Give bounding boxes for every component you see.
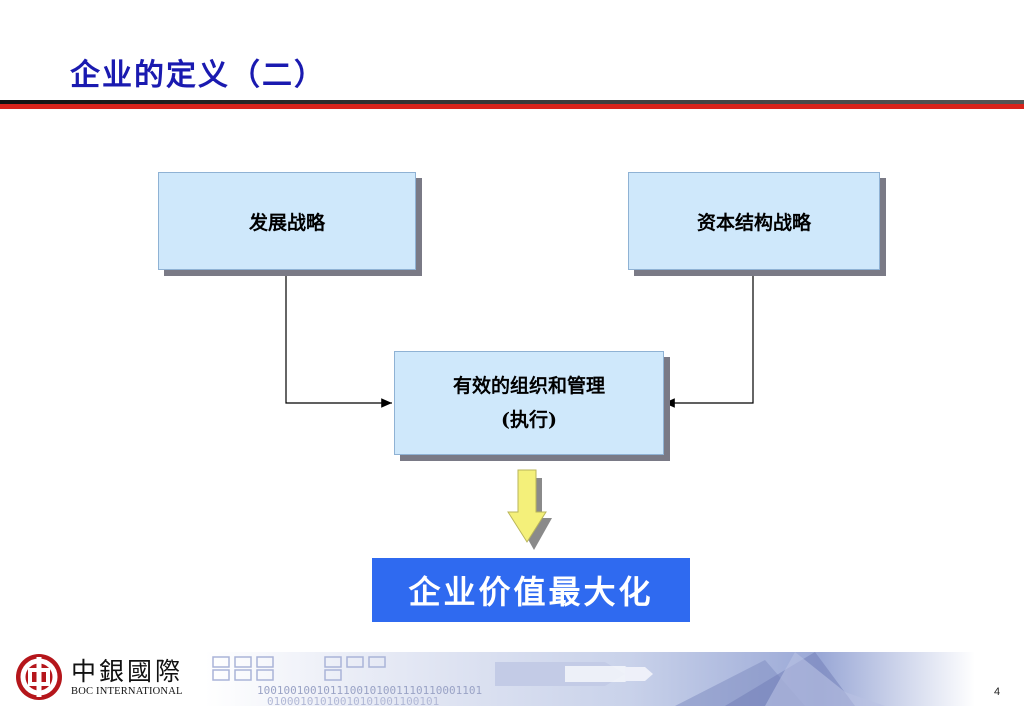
connector-left: [285, 268, 392, 408]
execution-box: 有效的组织和管理 (执行): [394, 351, 664, 455]
logo-chinese-text: 中銀國際: [71, 657, 184, 686]
execution-sublabel: (执行): [501, 409, 557, 431]
capital-structure-strategy-box: 资本结构战略: [628, 172, 880, 270]
execution-label: 有效的组织和管理: [452, 375, 605, 397]
title-rule-dark: [0, 100, 1024, 104]
boc-logo: 中銀國際 BOC INTERNATIONAL: [16, 652, 196, 704]
development-strategy-box: 发展战略: [158, 172, 416, 270]
footer-banner-graphic: 1001001001011100101001110110001101 01000…: [212, 652, 885, 706]
footer-banner: 1001001001011100101001110110001101 01000…: [205, 652, 975, 706]
boc-logo-icon: [16, 654, 62, 700]
down-arrow-icon: [507, 469, 552, 550]
binary-line-2: 01000101010010101001100101: [267, 695, 439, 706]
slide-title: 企业的定义（二）: [70, 58, 326, 93]
capital-structure-strategy-label: 资本结构战略: [696, 211, 811, 234]
development-strategy-label: 发展战略: [248, 211, 325, 234]
page-number: 4: [994, 686, 1001, 698]
binary-line-1: 1001001001011100101001110110001101: [257, 684, 482, 697]
logo-english-text: BOC INTERNATIONAL: [71, 686, 183, 697]
title-rule-red: [0, 104, 1024, 109]
value-maximization-banner: 企业价值最大化: [372, 558, 690, 622]
connector-right: [664, 268, 754, 408]
